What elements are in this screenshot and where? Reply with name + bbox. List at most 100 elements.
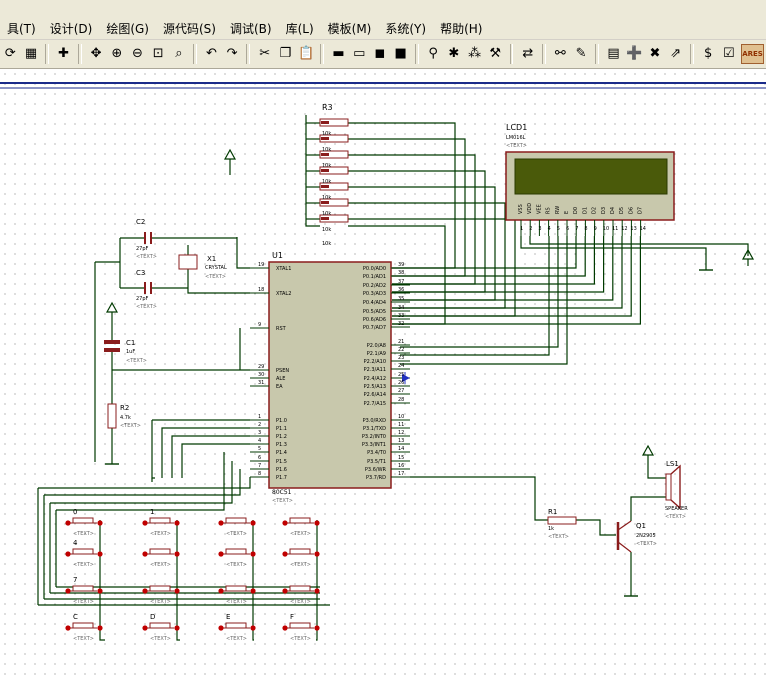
resistor-marker xyxy=(321,153,329,156)
key-switch-body xyxy=(149,622,171,629)
mcu-pin-name: P0.5/AD5 xyxy=(363,309,386,315)
r3-ref-label: R3 xyxy=(322,103,333,112)
schematic-canvas[interactable]: R310k10k10k10k10k10k10k10kLCD1LM016L<TEX… xyxy=(0,69,766,678)
mcu-pin-name: P0.1/AD1 xyxy=(363,274,386,280)
mcu-pin-number: 5 xyxy=(258,446,261,452)
resistor-value-label: 10k xyxy=(322,147,331,153)
menu-item-0[interactable]: 具(T) xyxy=(7,21,36,36)
lcd-pin-name: D7 xyxy=(638,207,644,214)
menu-item-1[interactable]: 设计(D) xyxy=(49,21,93,36)
refresh-icon[interactable]: ⟳ xyxy=(4,46,16,61)
erc-icon[interactable]: ☑ xyxy=(723,46,735,61)
mcu-pin-name: XTAL1 xyxy=(276,266,291,272)
block-move-icon[interactable]: ▭ xyxy=(353,46,366,61)
wire xyxy=(392,236,605,293)
decompose-icon[interactable]: ⚒ xyxy=(489,46,502,61)
paste-icon[interactable]: 📋 xyxy=(297,46,315,61)
wire xyxy=(392,236,596,285)
key-label-13: D xyxy=(150,613,155,621)
key-switch-body xyxy=(225,548,247,555)
mcu-ref-label: U1 xyxy=(272,251,283,260)
make-device-icon[interactable]: ✱ xyxy=(448,46,460,61)
wire xyxy=(176,520,180,641)
mcu-pin-number: 33 xyxy=(398,313,404,319)
lcd-pin-number: 5 xyxy=(557,226,560,232)
menu-item-7[interactable]: 系统(Y) xyxy=(385,21,427,36)
resistor-marker xyxy=(321,201,329,204)
wire xyxy=(630,496,666,521)
c1-text-label: <TEXT> xyxy=(126,358,147,364)
wire-autorouter-icon[interactable]: ⇄ xyxy=(522,46,534,61)
menu-item-5[interactable]: 库(L) xyxy=(285,21,314,36)
key-switch-terminal xyxy=(250,625,256,631)
pick-device-icon[interactable]: ⚲ xyxy=(428,46,438,61)
origin-icon[interactable]: ✚ xyxy=(58,46,70,61)
q1-collector xyxy=(617,541,632,553)
property-tool-icon[interactable]: ✎ xyxy=(575,46,587,61)
copy-icon[interactable]: ❐ xyxy=(279,46,292,61)
resistor-value-label: 10k xyxy=(322,179,331,185)
delete-sheet-icon[interactable]: ✖ xyxy=(649,46,661,61)
menu-item-2[interactable]: 绘图(G) xyxy=(106,21,149,36)
bom-icon[interactable]: $ xyxy=(704,46,713,61)
menu-item-4[interactable]: 调试(B) xyxy=(229,21,272,36)
key-switch-body xyxy=(72,517,94,524)
mcu-pin-number: 19 xyxy=(258,262,264,268)
search-icon[interactable]: ⚯ xyxy=(554,46,566,61)
key-switch-terminal xyxy=(65,520,71,526)
menu-item-8[interactable]: 帮助(H) xyxy=(440,21,483,36)
block-rotate-icon[interactable]: ◼ xyxy=(374,46,386,61)
mcu-pin-number: 28 xyxy=(398,397,404,403)
lcd-pin-name: VEE xyxy=(536,204,542,214)
add-sheet-icon[interactable]: ➕ xyxy=(626,46,643,61)
lcd-pin-name: D0 xyxy=(573,207,579,214)
wire xyxy=(161,427,250,478)
grid-icon[interactable]: ▦ xyxy=(24,46,38,61)
toolbar-separator xyxy=(689,44,694,64)
key-text-label: <TEXT> xyxy=(290,562,311,568)
new-sheet-icon[interactable]: ▤ xyxy=(607,46,620,61)
block-copy-icon[interactable]: ▬ xyxy=(332,46,345,61)
menu-item-3[interactable]: 源代码(S) xyxy=(162,21,216,36)
key-switch-terminal xyxy=(142,520,148,526)
lcd-pin-number: 13 xyxy=(630,226,636,232)
lcd-pin-number: 6 xyxy=(566,226,569,232)
components xyxy=(65,118,755,631)
zoom-in-icon[interactable]: ⊕ xyxy=(111,46,123,61)
lcd-pin-number: 11 xyxy=(612,226,618,232)
ls1-text-label: <TEXT> xyxy=(665,514,686,520)
toolbar-separator xyxy=(320,44,325,64)
cut-icon[interactable]: ✂ xyxy=(259,46,271,61)
block-delete-icon[interactable]: ■ xyxy=(394,46,407,61)
resistor-value-label: 10k xyxy=(322,163,331,169)
toolbar: ⟳ ▦ ✚ ✥ ⊕ ⊖ ⊡ ⌕ ↶ ↷ ✂ ❐ 📋 ▬ ▭ ◼ ■ ⚲ ✱ ⁂ ⚒ ⇄ ⚯ ✎ ▤ ➕ ✖ ⇗ $ ☑ ARES xyxy=(0,40,766,69)
lcd-pin-name: RS xyxy=(546,207,552,214)
mcu-pin-name: P3.5/T1 xyxy=(367,459,386,465)
resistor-marker xyxy=(321,185,329,188)
resistor-marker xyxy=(321,121,329,124)
zoom-all-icon[interactable]: ⊡ xyxy=(152,46,164,61)
undo-icon[interactable]: ↶ xyxy=(205,46,217,61)
redo-icon[interactable]: ↷ xyxy=(226,46,238,61)
lcd-pin-name: D4 xyxy=(610,207,616,214)
pan-icon[interactable]: ✥ xyxy=(90,46,102,61)
mcu-pin-name: P1.7 xyxy=(276,475,287,481)
key-switch-terminal xyxy=(282,588,288,594)
x1-part-label: CRYSTAL xyxy=(205,265,227,271)
resistor-body xyxy=(319,198,349,207)
mcu-part-label: 80C51 xyxy=(272,489,292,496)
r2-body xyxy=(107,403,117,429)
key-text-label: <TEXT> xyxy=(226,599,247,605)
c1-value-label: 1uF xyxy=(126,349,135,355)
c3-ref-label: C3 xyxy=(136,269,145,277)
mcu-pin-number: 32 xyxy=(398,321,404,327)
r1-ref-label: R1 xyxy=(548,508,557,516)
mcu-pin-number: 31 xyxy=(258,380,264,386)
zoom-out-icon[interactable]: ⊖ xyxy=(132,46,143,61)
ares-icon[interactable]: ARES xyxy=(741,44,764,64)
zoom-area-icon[interactable]: ⌕ xyxy=(175,46,183,61)
menu-item-6[interactable]: 模板(M) xyxy=(327,21,372,36)
packaging-icon[interactable]: ⁂ xyxy=(468,46,482,61)
c2-ref-label: C2 xyxy=(136,218,145,226)
goto-sheet-icon[interactable]: ⇗ xyxy=(670,46,682,61)
